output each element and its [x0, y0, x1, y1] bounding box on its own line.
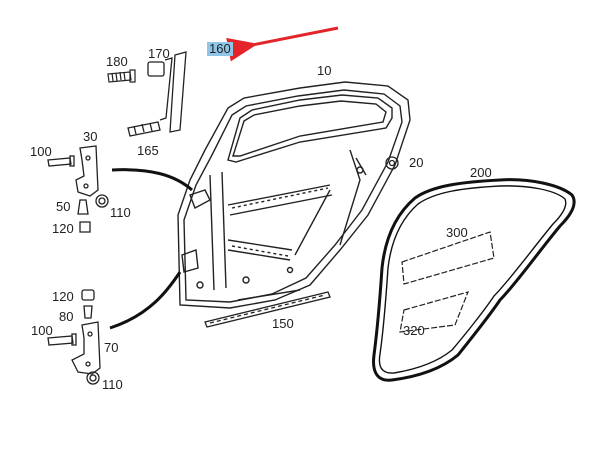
- highlight-arrow: [226, 26, 339, 62]
- upper-hinge: [47, 145, 109, 233]
- trim-strip: [204, 291, 331, 328]
- door-seal: [372, 178, 576, 382]
- callout-10: 10: [317, 63, 332, 78]
- callout-70: 70: [104, 340, 119, 355]
- door-shell: [177, 81, 411, 309]
- callout-30: 30: [83, 129, 98, 144]
- lower-hinge: [47, 289, 101, 385]
- callout-120-lower: 120: [52, 289, 74, 304]
- callout-165: 165: [137, 143, 159, 158]
- callout-200: 200: [470, 165, 492, 180]
- callout-80: 80: [59, 309, 74, 324]
- callout-160: 160: [207, 41, 233, 56]
- callout-110-lower: 110: [102, 377, 123, 392]
- callout-300: 300: [446, 225, 468, 240]
- callout-170: 170: [148, 46, 170, 61]
- screw-180: [107, 69, 136, 83]
- callout-50: 50: [56, 199, 71, 214]
- callout-180: 180: [106, 54, 128, 69]
- callout-110-upper: 110: [110, 205, 131, 220]
- rubber-cap: [385, 156, 399, 170]
- callout-150: 150: [272, 316, 294, 331]
- hinge-leaders: [109, 168, 193, 330]
- foil-pieces: [399, 231, 495, 333]
- callout-20: 20: [409, 155, 424, 170]
- callout-320: 320: [403, 323, 425, 338]
- window-frame-trim: [127, 51, 187, 137]
- callout-100-upper: 100: [30, 144, 52, 159]
- callout-100-lower: 100: [31, 323, 53, 338]
- callout-120-upper: 120: [52, 221, 74, 236]
